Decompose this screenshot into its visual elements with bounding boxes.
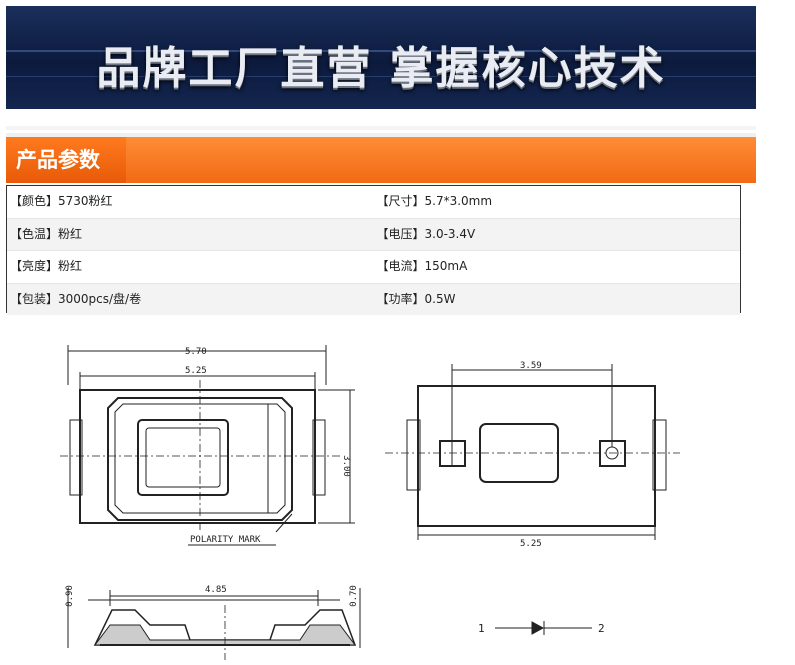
banner-streak xyxy=(6,76,756,77)
dim-090: 0.90 xyxy=(65,585,75,607)
banner-title: 品牌工厂直营 掌握核心技术 xyxy=(96,43,666,94)
dim-359: 3.59 xyxy=(520,361,542,371)
param-current: 【电流】150mA xyxy=(376,259,468,273)
banner-streak xyxy=(6,50,756,52)
param-voltage: 【电压】3.0-3.4V xyxy=(376,226,476,241)
section-divider xyxy=(6,126,756,130)
dim-525-bottom: 5.25 xyxy=(520,539,542,549)
params-table: 【颜色】5730粉红 【尺寸】5.7*3.0mm 【色温】粉红 【电压】3.0-… xyxy=(6,185,741,315)
dim-070: 0.70 xyxy=(349,585,359,607)
param-size: 【尺寸】5.7*3.0mm xyxy=(376,194,493,208)
param-color-temp: 【色温】粉红 xyxy=(10,226,83,241)
pin-1: 1 xyxy=(478,622,485,635)
param-power: 【功率】0.5W xyxy=(376,291,456,306)
dim-485: 4.85 xyxy=(205,585,227,595)
banner: 品牌工厂直营 掌握核心技术 xyxy=(6,6,756,109)
section-title: 产品参数 xyxy=(6,137,126,183)
dimension-drawing: 5.70 5.25 3.00 POLARITY MARK 3.59 5.25 0… xyxy=(60,345,680,660)
params-row: 【包装】3000pcs/盘/卷 【功率】0.5W xyxy=(7,283,740,315)
param-packaging: 【包装】3000pcs/盘/卷 xyxy=(10,291,142,306)
dim-300: 3.00 xyxy=(341,455,351,477)
param-color: 【颜色】5730粉红 xyxy=(10,194,113,208)
section-header: 产品参数 xyxy=(6,133,756,183)
dim-525-top: 5.25 xyxy=(185,366,207,376)
dim-570: 5.70 xyxy=(185,347,207,357)
params-row: 【色温】粉红 【电压】3.0-3.4V xyxy=(7,218,740,251)
pin-2: 2 xyxy=(598,622,605,635)
params-row: 【亮度】粉红 【电流】150mA xyxy=(7,251,740,284)
param-brightness: 【亮度】粉红 xyxy=(10,259,83,273)
params-row: 【颜色】5730粉红 【尺寸】5.7*3.0mm xyxy=(7,186,740,219)
polarity-mark: POLARITY MARK xyxy=(190,535,261,545)
